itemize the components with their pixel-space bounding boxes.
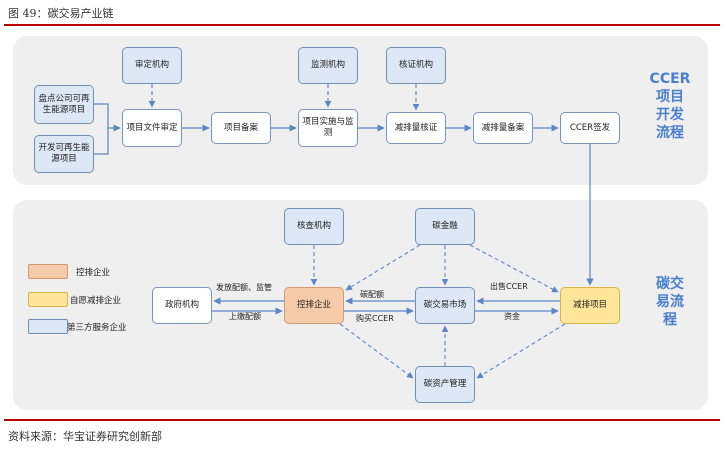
verify-org-box: 核证机构 — [386, 47, 446, 84]
controlled-enterprise-box: 控排企业 — [284, 287, 344, 324]
doc-review-box: 项目文件审定 — [122, 109, 182, 147]
side-label-line: 碳交 — [656, 276, 684, 292]
monitor-org-box: 监测机构 — [298, 47, 358, 84]
legend-swatch-voluntary — [28, 292, 68, 307]
bottom-rule — [4, 419, 720, 421]
edge-label-sell-ccer: 出售CCER — [490, 282, 528, 291]
reduction-filing-box: 减排量备案 — [473, 112, 533, 144]
dash-finance-to-controlled — [345, 244, 421, 291]
registration-box: 项目备案 — [211, 112, 271, 144]
government-box: 政府机构 — [152, 287, 212, 324]
side-label-line: 易流 — [656, 294, 684, 310]
dash-controlled-to-asset — [339, 323, 414, 379]
arrow-develop-to-review — [94, 128, 109, 155]
side-label-line: 程 — [663, 312, 677, 328]
side-label-line: 流程 — [656, 125, 684, 141]
exchange-box: 碳交易市场 — [415, 287, 475, 324]
top-rule — [4, 24, 720, 26]
develop-box: 开发可再生能源项目 — [34, 135, 94, 173]
legend-swatch-third-party — [28, 319, 68, 334]
legend-label-voluntary: 自愿减排企业 — [70, 296, 122, 306]
side-label-line: 项目 — [656, 89, 684, 105]
legend-label-controlled: 控排企业 — [76, 268, 111, 278]
carbon-trading-label: 碳交 易流 程 — [648, 275, 692, 329]
issuance-box: CCER签发 — [560, 112, 620, 144]
implementation-box: 项目实施与监测 — [298, 109, 358, 147]
carbon-finance-box: 碳金融 — [415, 208, 475, 245]
legend-swatch-controlled — [28, 264, 68, 279]
edge-label-buy-ccer: 购买CCER — [356, 314, 394, 323]
arrow-inventory-to-review — [94, 103, 121, 132]
verification-box: 减排量核证 — [386, 112, 446, 144]
inventory-box: 盘点公司可再生能源项目 — [34, 85, 94, 124]
edge-label-quota: 碳配额 — [360, 290, 384, 299]
figure-title: 图 49：碳交易产业链 — [8, 7, 114, 20]
review-org-box: 审定机构 — [122, 47, 182, 84]
source-note: 资料来源：华宝证券研究创新部 — [8, 430, 162, 443]
side-label-line: 开发 — [656, 107, 684, 123]
edge-label-allocate: 发放配额、监管 — [216, 283, 272, 292]
dash-project-to-asset — [476, 323, 566, 379]
asset-mgmt-box: 碳资产管理 — [415, 366, 475, 403]
reduction-project-box: 减排项目 — [560, 287, 620, 324]
ccer-process-label: CCER 项目 开发 流程 — [648, 70, 692, 142]
inspection-org-box: 核查机构 — [284, 208, 344, 245]
edge-label-funds: 资金 — [504, 312, 520, 321]
legend-label-third-party: 第三方服务企业 — [67, 323, 127, 333]
edge-label-submit: 上缴配额 — [229, 312, 261, 321]
dash-finance-to-project — [469, 244, 559, 293]
side-label-line: CCER — [649, 71, 691, 87]
